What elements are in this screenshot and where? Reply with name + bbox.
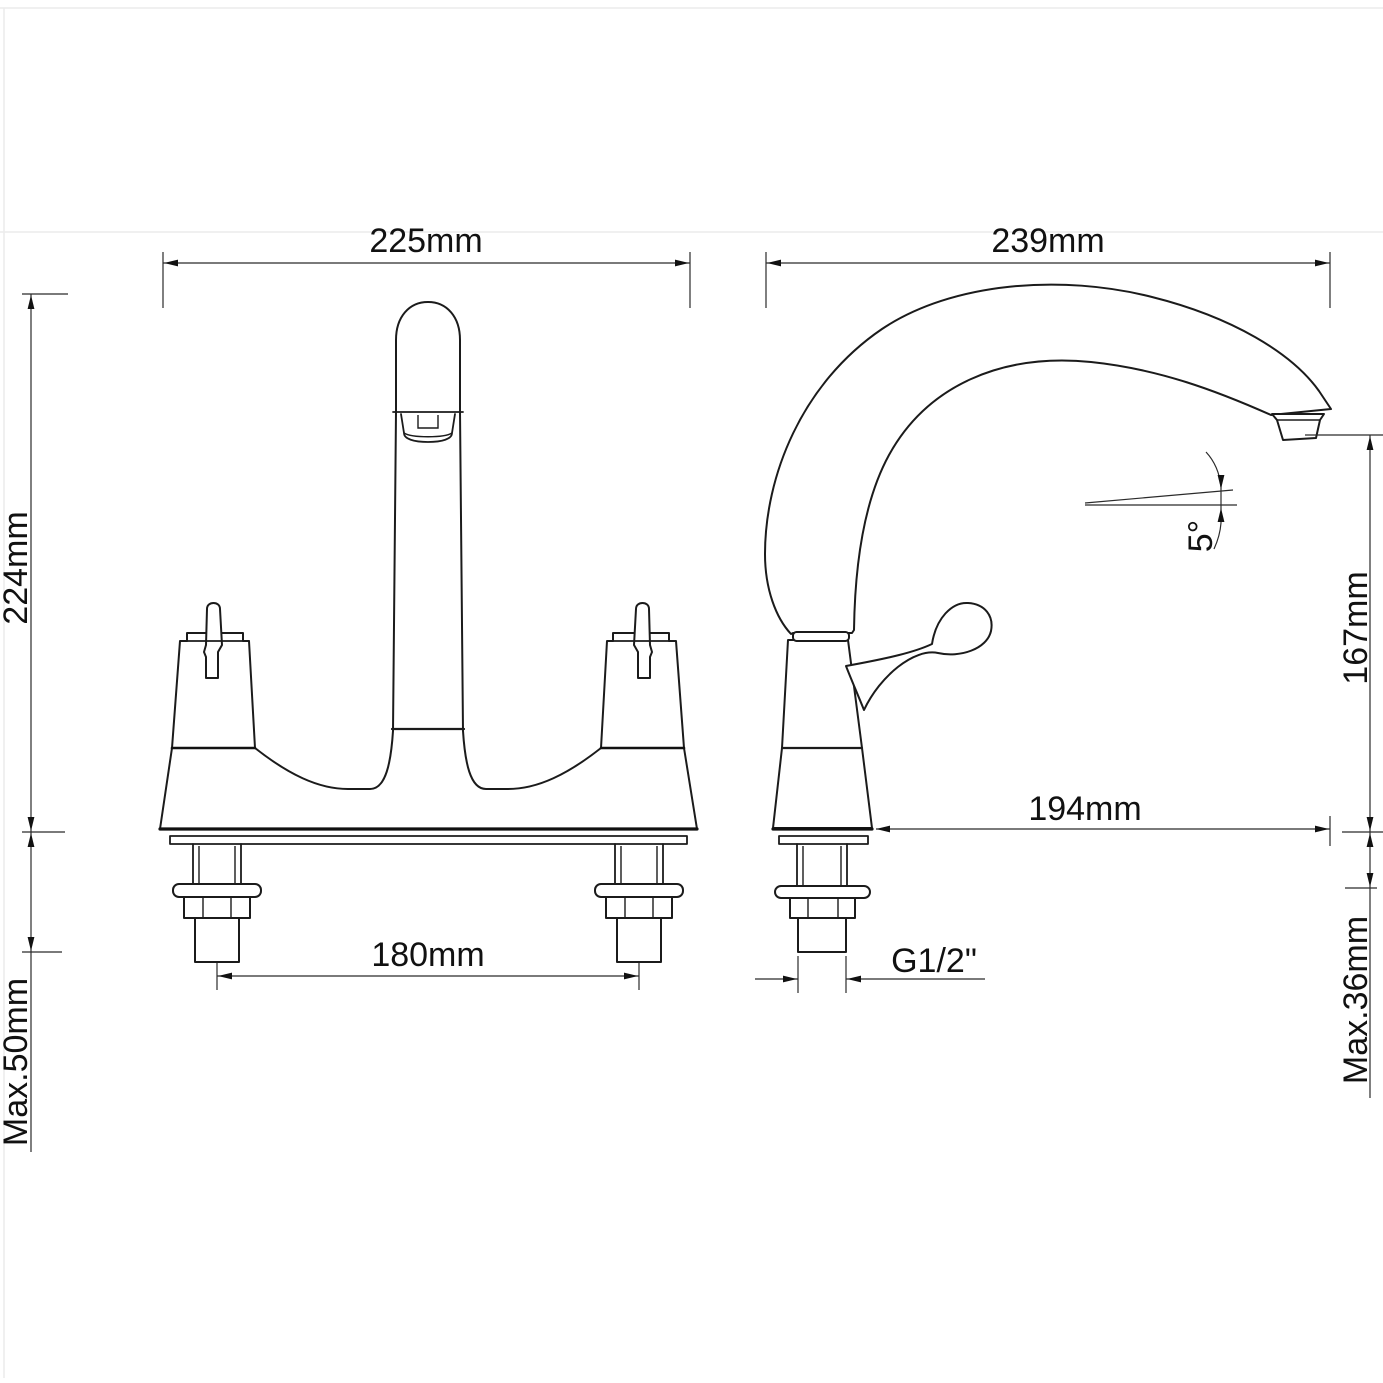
- dim-label-spout-reach: 194mm: [1028, 790, 1141, 828]
- front-left-shank: [172, 843, 262, 963]
- dim-label-outlet-angle: 5°: [1182, 520, 1220, 553]
- side-shank: [774, 835, 871, 953]
- dim-label-max-counter-front: Max.50mm: [0, 978, 35, 1146]
- dim-spout-outlet-angle: 5°: [1084, 451, 1237, 553]
- front-elevation: [158, 301, 699, 963]
- front-right-shank: [594, 843, 684, 963]
- dim-label-outlet-height: 167mm: [1337, 571, 1375, 684]
- side-spout-aerator: [1271, 413, 1325, 441]
- front-base-plate: [169, 835, 688, 845]
- dim-side-overall-width: 239mm: [765, 222, 1331, 308]
- page-frame-rules: [0, 7, 1383, 1378]
- dim-inlet-thread: G1/2": [755, 942, 985, 993]
- dim-max-counter-thickness-front: Max.50mm: [0, 832, 62, 1152]
- side-lever-handle: [845, 601, 993, 711]
- dim-spout-outlet-height: 167mm: [1305, 434, 1383, 833]
- dim-spout-reach: 194mm: [876, 790, 1331, 846]
- dim-label-side-width: 239mm: [991, 222, 1104, 260]
- dim-label-front-width: 225mm: [369, 222, 482, 260]
- front-spout-collar: [392, 411, 464, 443]
- dim-label-max-counter-side: Max.36mm: [1337, 916, 1375, 1084]
- front-body-outline: [159, 301, 698, 830]
- dim-overall-height: 224mm: [0, 293, 68, 833]
- dim-max-counter-thickness-side: Max.36mm: [1337, 832, 1377, 1098]
- dim-tap-hole-centres: 180mm: [216, 936, 640, 990]
- side-elevation: [764, 283, 1332, 953]
- dim-front-overall-width: 225mm: [162, 222, 691, 308]
- dim-label-hole-centres: 180mm: [371, 936, 484, 974]
- dim-label-inlet-thread: G1/2": [891, 942, 977, 980]
- side-spout-outline: [764, 283, 1332, 635]
- side-body-cap: [792, 631, 850, 642]
- dim-label-overall-height: 224mm: [0, 511, 35, 624]
